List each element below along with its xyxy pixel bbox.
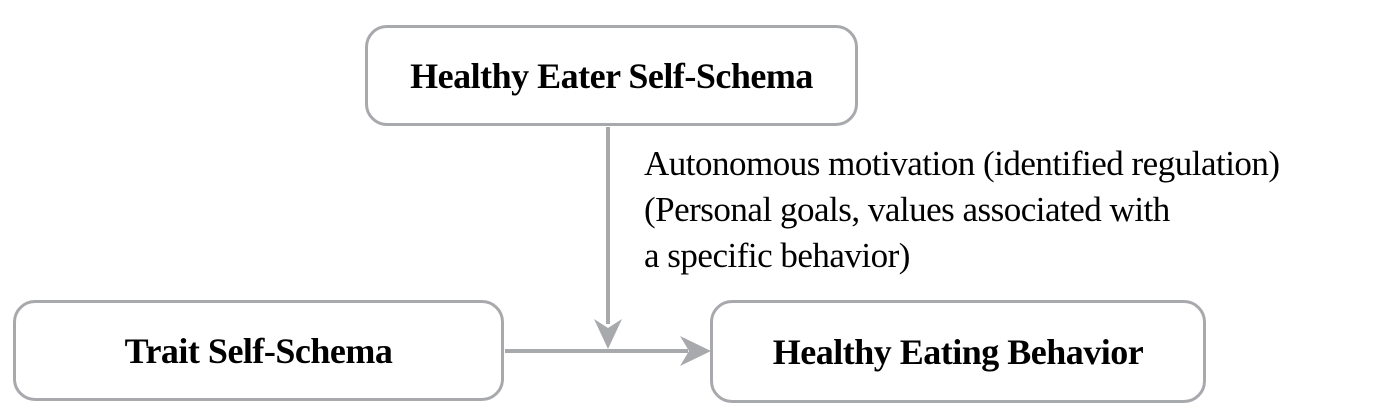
annotation-line-1: Autonomous motivation (identified regula… — [644, 144, 1280, 183]
annotation-line-2: (Personal goals, values associated with — [644, 190, 1170, 229]
node-label: Healthy Eater Self-Schema — [410, 55, 813, 96]
vertical-arrowhead-icon — [594, 319, 622, 349]
annotation-line-3: a specific behavior) — [644, 236, 910, 275]
node-trait-self-schema: Trait Self-Schema — [13, 300, 504, 401]
arrow-annotation: Autonomous motivation (identified regula… — [644, 141, 1394, 279]
node-healthy-eater-self-schema: Healthy Eater Self-Schema — [365, 25, 858, 126]
node-label: Healthy Eating Behavior — [772, 331, 1144, 372]
node-healthy-eating-behavior: Healthy Eating Behavior — [710, 300, 1206, 403]
horizontal-arrowhead-icon — [680, 336, 711, 366]
node-label: Trait Self-Schema — [124, 330, 393, 371]
